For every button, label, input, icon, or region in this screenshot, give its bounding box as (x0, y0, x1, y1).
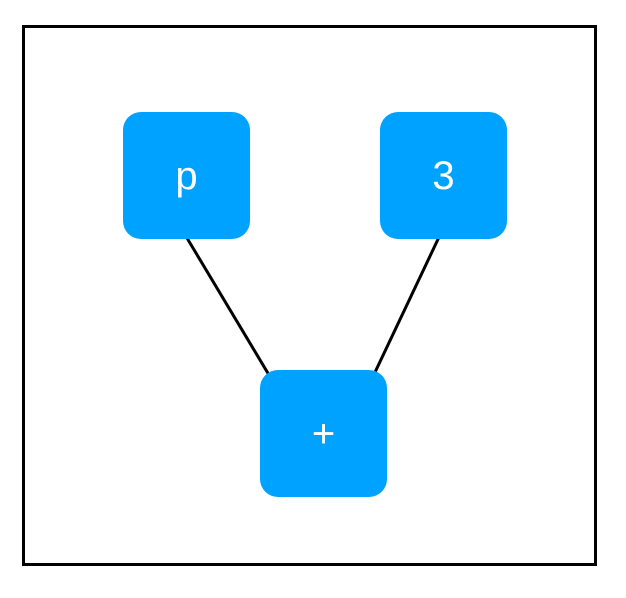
node-p[interactable]: p (123, 112, 250, 239)
node-p-label: p (175, 153, 198, 198)
node-3-label: 3 (432, 153, 455, 198)
node-plus[interactable]: + (260, 370, 387, 497)
node-3[interactable]: 3 (380, 112, 507, 239)
edge-3-to-plus (367, 234, 442, 387)
edge-p-to-plus (185, 237, 277, 387)
node-plus-label: + (311, 411, 336, 456)
